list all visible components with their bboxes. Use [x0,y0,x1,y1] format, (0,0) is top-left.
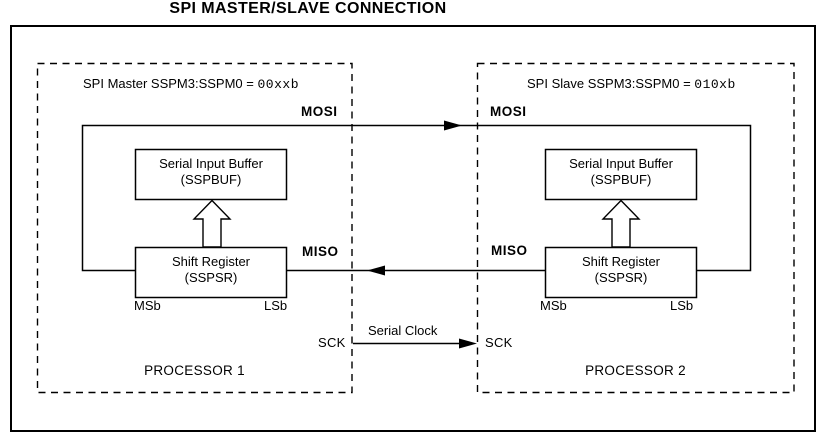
master-sspbuf-label: Serial Input Buffer (SSPBUF) [135,156,287,188]
slave-mode-label: SPI Slave SSPM3:SSPM0 = 010xb [527,77,736,91]
slave-sspbuf-line1: Serial Input Buffer [569,156,673,171]
serial-clock-label: Serial Clock [368,323,438,338]
master-sspbuf-line1: Serial Input Buffer [159,156,263,171]
master-sspsr-line1: Shift Register [171,254,251,269]
master-sspbuf-box [134,148,288,201]
slave-mode-text: SPI Slave SSPM3:SSPM0 = [527,76,695,91]
processor2-label: PROCESSOR 2 [585,363,686,378]
slave-mosi-pin-label: MOSI [490,104,527,119]
master-sspsr-line2: (SSPSR) [184,270,238,285]
slave-lsb-label: LSb [670,298,694,313]
master-mode-label: SPI Master SSPM3:SSPM0 = 00xxb [83,77,299,91]
figure-title: SPI MASTER/SLAVE CONNECTION [169,0,447,17]
master-sspsr-label: Shift Register (SSPSR) [135,254,287,286]
slave-dashed-box [476,62,795,394]
master-mode-value: 00xxb [257,77,299,92]
slave-up-block-arrow [601,199,641,248]
slave-sspsr-box [544,246,698,299]
mosi-arrowhead [444,120,462,131]
sck-arrowhead [459,338,477,349]
slave-sspsr-line1: Shift Register [581,254,661,269]
slave-sspbuf-line2: (SSPBUF) [590,172,652,187]
processor1-label: PROCESSOR 1 [144,363,245,378]
figure-outer-border [10,25,816,432]
slave-sspsr-label: Shift Register (SSPSR) [545,254,697,286]
slave-sspsr-line2: (SSPSR) [594,270,648,285]
master-sck-pin-label: SCK [318,335,346,350]
master-msb-label: MSb [134,298,161,313]
master-sspbuf-line2: (SSPBUF) [180,172,242,187]
master-miso-pin-label: MISO [302,244,339,259]
master-dashed-box [36,62,353,394]
slave-mode-value: 010xb [694,77,736,92]
miso-arrowhead [367,265,385,276]
master-up-block-arrow [192,199,232,248]
slave-miso-pin-label: MISO [491,243,528,258]
master-lsb-label: LSb [264,298,288,313]
mosi-wire [81,124,752,272]
slave-msb-label: MSb [540,298,567,313]
slave-sck-pin-label: SCK [485,335,513,350]
master-mode-text: SPI Master SSPM3:SSPM0 = [83,76,258,91]
master-sspsr-box [134,246,288,299]
slave-sspbuf-label: Serial Input Buffer (SSPBUF) [545,156,697,188]
master-mosi-pin-label: MOSI [301,104,338,119]
